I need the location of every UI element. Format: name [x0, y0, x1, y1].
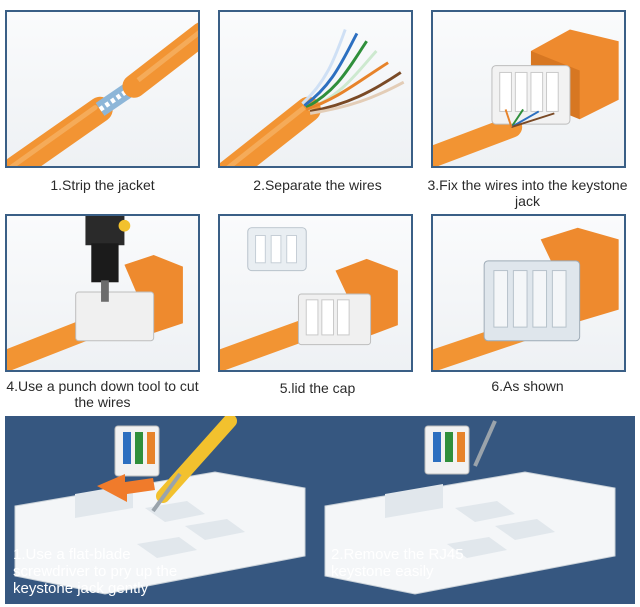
step5-caption: 5.lid the cap	[215, 380, 420, 396]
step4-panel	[5, 214, 200, 372]
step1-caption: 1.Strip the jacket	[0, 177, 205, 193]
step4-caption: 4.Use a punch down tool to cut the wires	[0, 378, 205, 410]
step2-caption: 2.Separate the wires	[215, 177, 420, 193]
punch-down-illustration	[7, 216, 198, 370]
fix-wires-illustration	[433, 12, 624, 166]
step3-caption: 3.Fix the wires into the keystone jack	[425, 177, 630, 209]
assembled-jack-illustration	[433, 216, 624, 370]
step6-panel	[431, 214, 626, 372]
removal-step1-caption: 1.Use a flat-blade screwdriver to pry up…	[13, 546, 198, 597]
step1-panel	[5, 10, 200, 168]
step6-caption: 6.As shown	[425, 378, 630, 394]
step5-panel	[218, 214, 413, 372]
removal-step2-caption: 2.Remove the RJ45 keystone easily	[331, 546, 491, 580]
removal-banner: 1.Use a flat-blade screwdriver to pry up…	[5, 416, 635, 604]
step3-panel	[431, 10, 626, 168]
lid-cap-illustration	[220, 216, 411, 370]
separate-wires-illustration	[220, 12, 411, 166]
strip-jacket-illustration	[7, 12, 198, 166]
step2-panel	[218, 10, 413, 168]
